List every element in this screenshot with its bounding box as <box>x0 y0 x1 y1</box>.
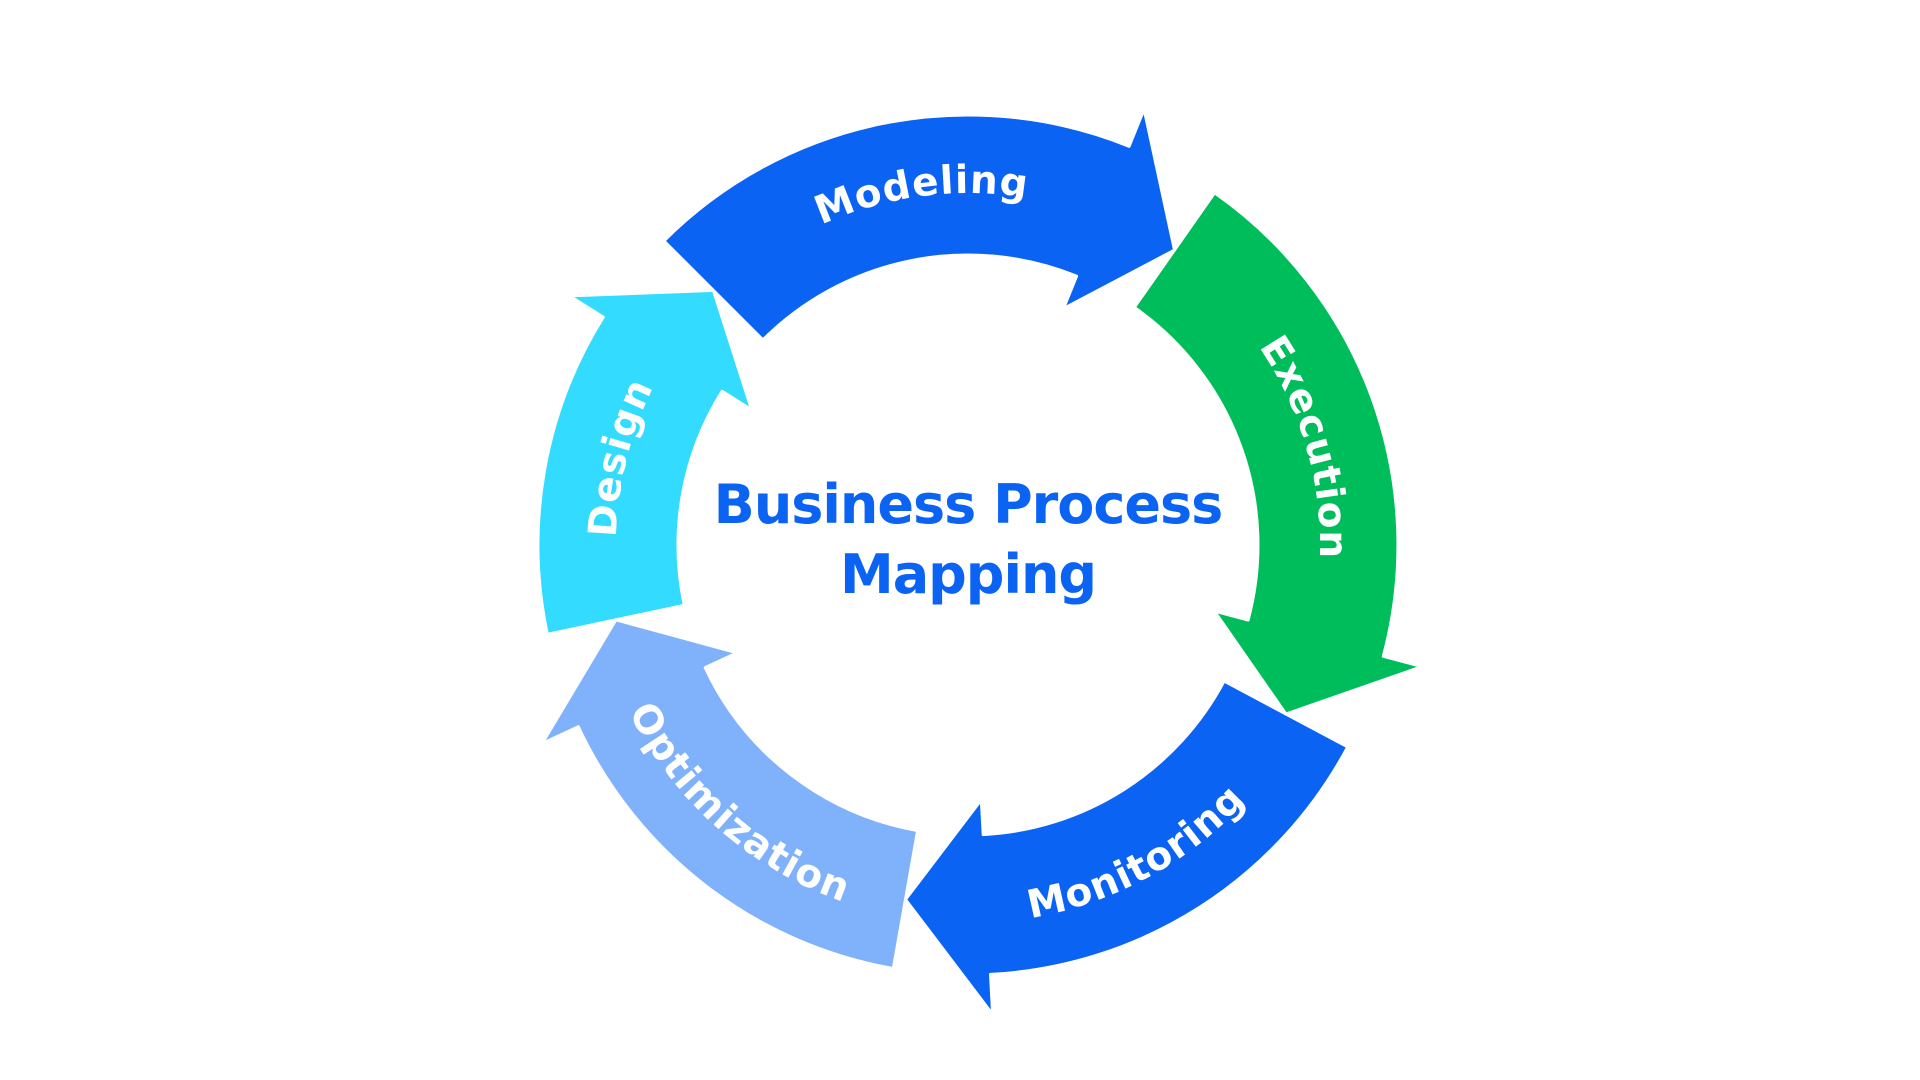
cycle-segment-design <box>536 288 754 636</box>
cycle-segment-optimization <box>540 618 920 970</box>
center-title-line-2: Mapping <box>840 543 1096 606</box>
cycle-segments <box>536 107 1424 1016</box>
cycle-segment-modeling <box>662 107 1176 342</box>
center-title-line-1: Business Process <box>714 473 1223 536</box>
cycle-segment-execution <box>1132 191 1424 716</box>
cycle-segment-monitoring <box>904 679 1350 1016</box>
